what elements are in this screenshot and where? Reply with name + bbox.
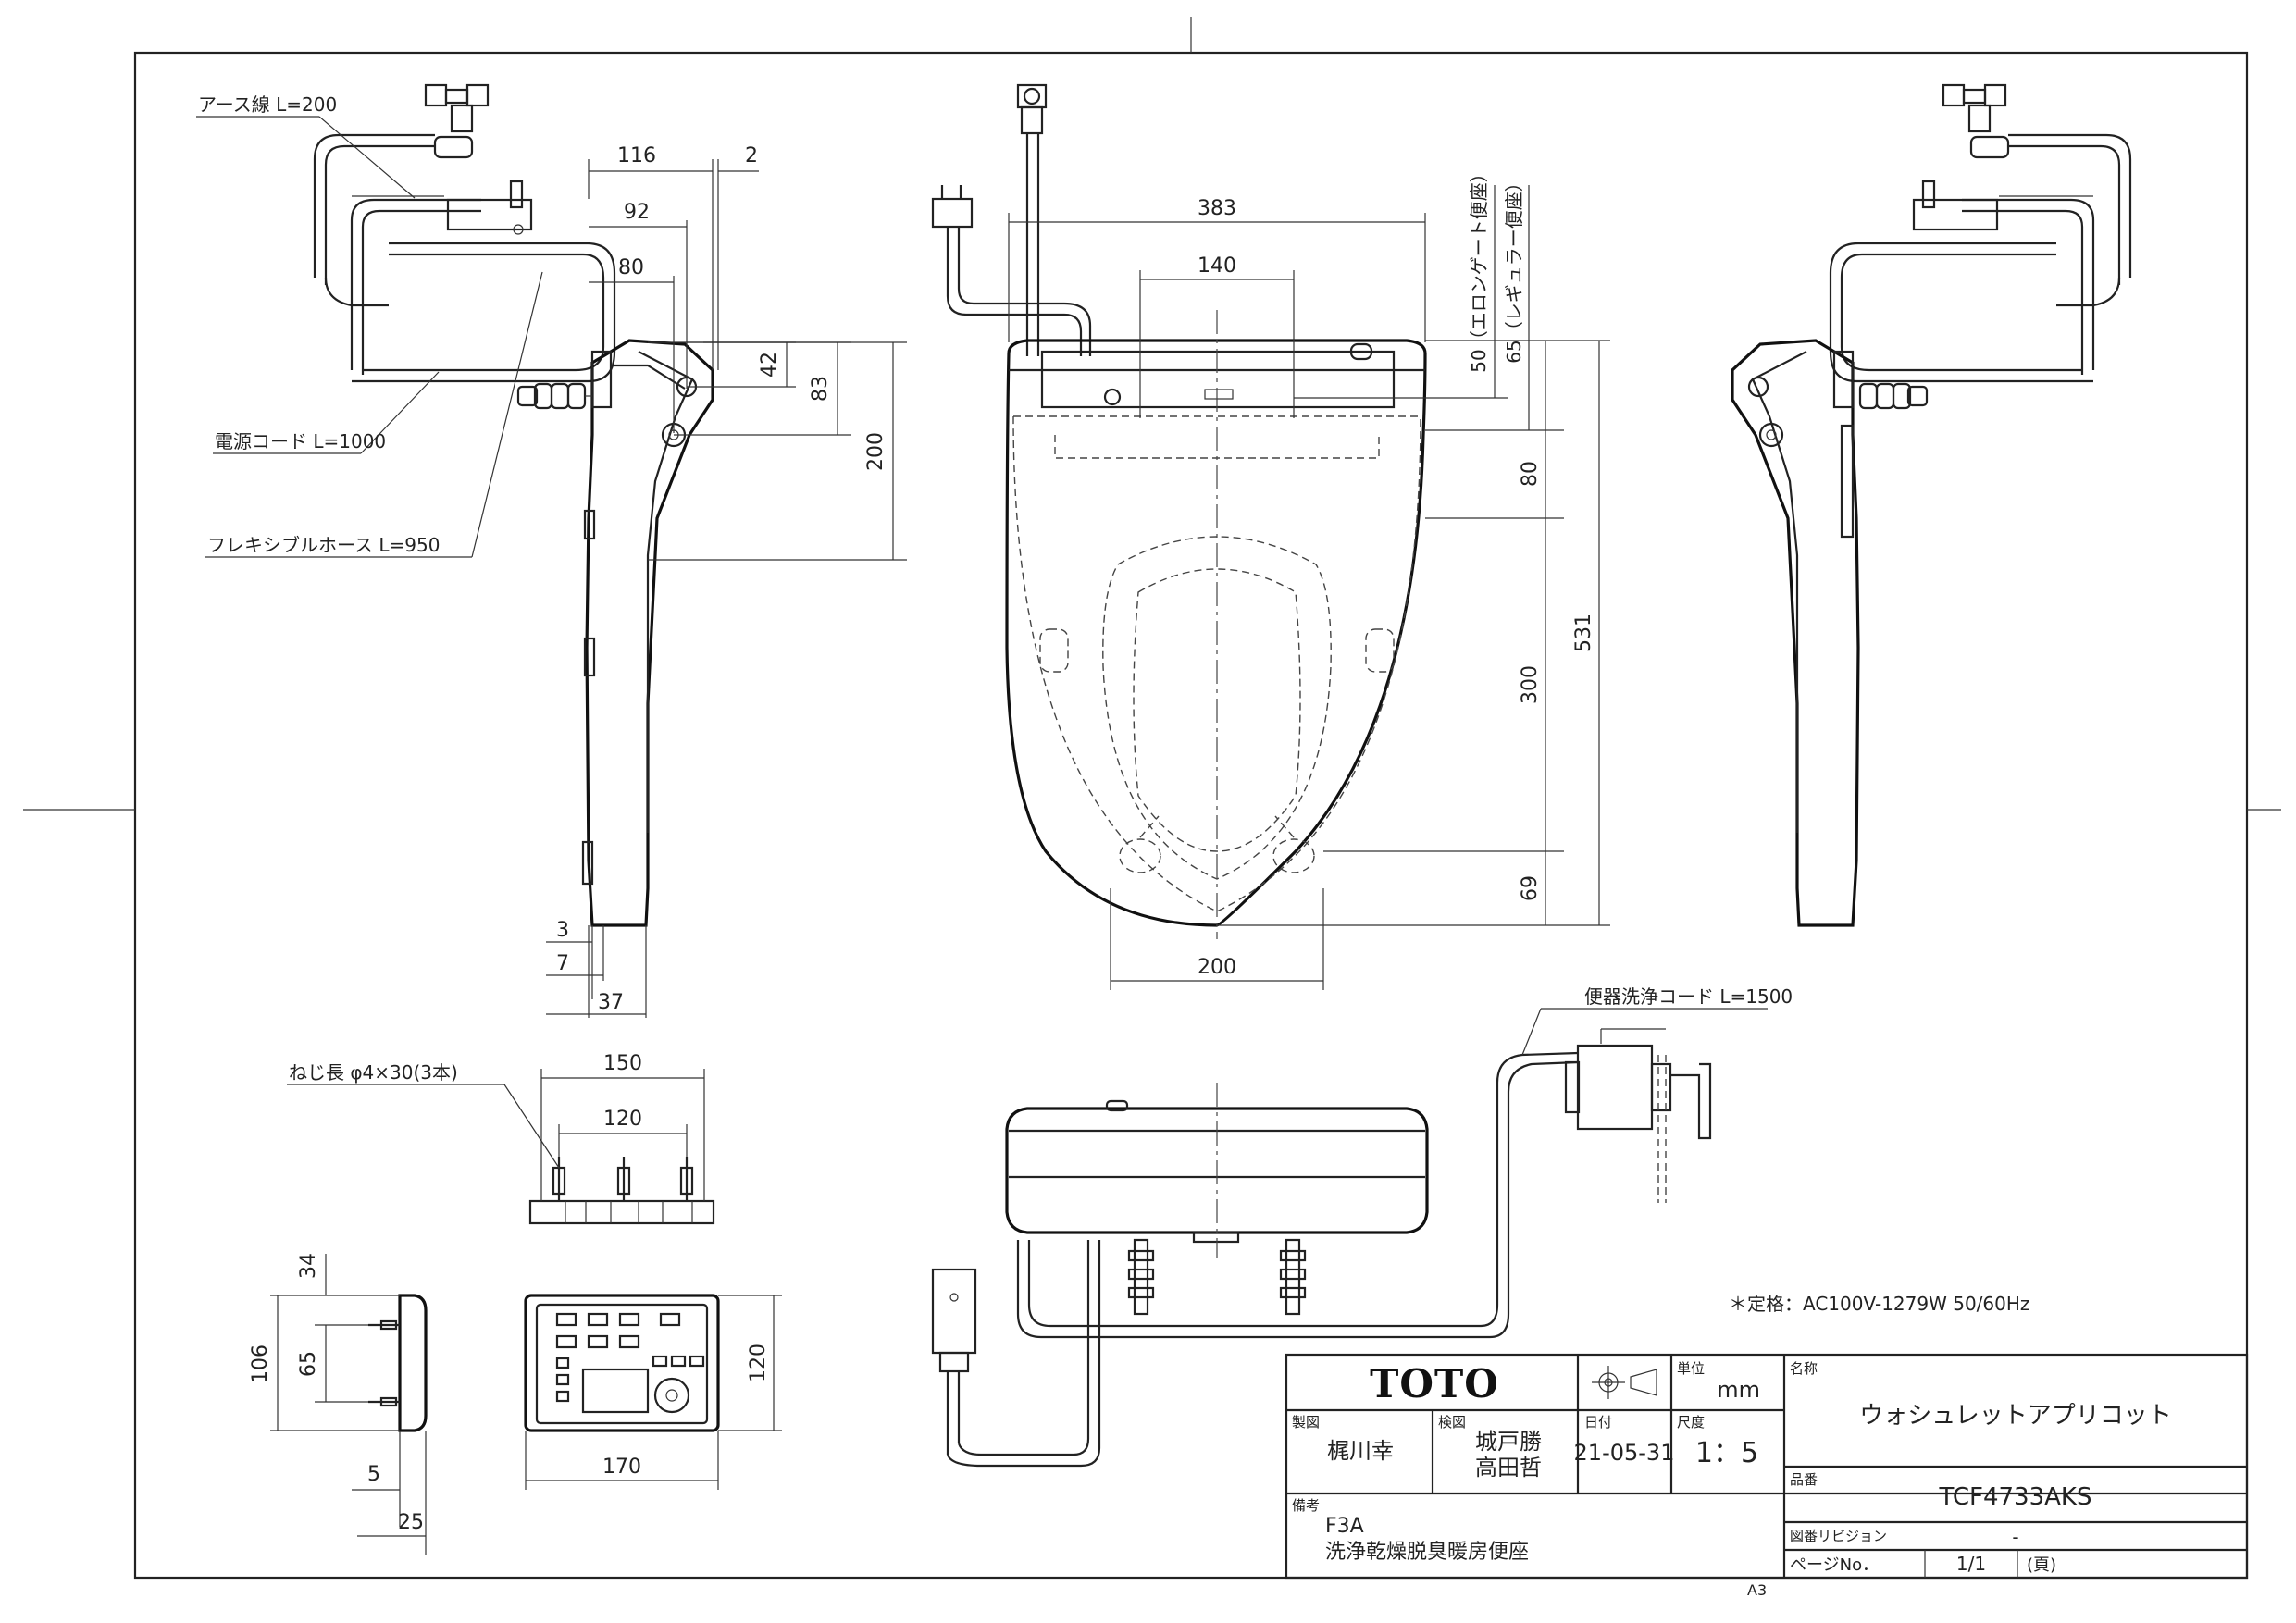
projection-symbol-icon [1592, 1366, 1657, 1399]
dim-5: 5 [367, 1463, 380, 1486]
dim-3: 3 [556, 919, 569, 942]
checker-name-2: 高田哲 [1475, 1455, 1542, 1481]
dim-531: 531 [1572, 613, 1595, 652]
rating-label: ＊定格：AC100V-1279W 50/60Hz [1729, 1293, 2029, 1315]
page-suffix: (頁) [2027, 1555, 2056, 1575]
dim-140: 140 [1198, 254, 1236, 278]
dim-7: 7 [556, 952, 569, 975]
right-side-view [1731, 83, 2132, 927]
top-view [931, 83, 1427, 939]
screw-label: ねじ長 φ4×30(3本) [289, 1061, 458, 1084]
dim-65-regular: 65（レギュラー便座） [1503, 173, 1525, 363]
left-callouts: アース線 L=200 電源コード L=1000 フレキシブルホース L=950 [196, 93, 543, 558]
date-label: 日付 [1584, 1414, 1612, 1431]
dim-34: 34 [297, 1253, 320, 1279]
dim-150: 150 [603, 1052, 642, 1075]
part-label: 品番 [1790, 1471, 1818, 1488]
scale-label: 尺度 [1677, 1414, 1705, 1431]
dim-80-center: 80 [1519, 461, 1542, 487]
dim-80-left: 80 [618, 256, 644, 279]
unit-label: 単位 [1677, 1360, 1705, 1377]
dim-65-remote: 65 [297, 1351, 320, 1377]
dim-300: 300 [1519, 665, 1542, 704]
dim-83: 83 [809, 376, 832, 402]
dim-116: 116 [617, 144, 656, 167]
scale-value: 1：5 [1695, 1437, 1758, 1469]
page-label: ページNo． [1790, 1555, 1879, 1575]
remote-side-view: 34 106 65 5 25 [249, 1253, 428, 1555]
designer-label: 製図 [1292, 1414, 1320, 1431]
flex-hose-label: フレキシブルホース L=950 [207, 534, 440, 556]
center-dimensions: 383 140 200 531 80 300 69 50（エロンゲート便座） 6… [1008, 164, 1610, 990]
revision-value: - [2012, 1526, 2018, 1548]
dim-37: 37 [598, 991, 624, 1014]
dim-42: 42 [758, 352, 781, 378]
date-value: 21-05-31 [1574, 1440, 1675, 1466]
front-view: 便器洗浄コード L=1500 [931, 985, 1793, 1468]
note-line-1: F3A [1325, 1515, 1364, 1538]
checker-label: 検図 [1438, 1414, 1466, 1431]
dim-25: 25 [398, 1511, 424, 1534]
note-line-2: 洗浄乾燥脱臭暖房便座 [1325, 1541, 1529, 1564]
toto-logo: TOTO [1370, 1361, 1499, 1406]
note-label: 備考 [1292, 1497, 1320, 1514]
left-dimensions: 116 2 92 80 42 83 200 3 7 37 [546, 144, 907, 1018]
product-name: ウォシュレットアプリコット [1859, 1402, 2171, 1430]
page-value: 1/1 [1956, 1553, 1986, 1575]
dim-69: 69 [1519, 875, 1542, 901]
sheet-size: A3 [1747, 1581, 1767, 1599]
dim-200-center: 200 [1198, 956, 1236, 979]
title-block: TOTO 単位 mm 名称 ウォシュレットアプリコット 製図 梶川幸 検図 城戸… [1285, 1353, 2249, 1599]
bracket-view: 150 120 ねじ長 φ4×30(3本) [287, 1052, 715, 1225]
flush-cord-label: 便器洗浄コード L=1500 [1584, 985, 1793, 1008]
unit-value: mm [1717, 1377, 1760, 1403]
remote-front-view: 120 170 [524, 1294, 782, 1490]
earth-wire-label: アース線 L=200 [198, 93, 337, 116]
name-label: 名称 [1790, 1360, 1818, 1377]
left-side-view [313, 83, 714, 927]
power-cord-label: 電源コード L=1000 [215, 430, 386, 452]
dim-106: 106 [249, 1344, 272, 1383]
dim-120-remote: 120 [747, 1344, 770, 1382]
dim-200-left: 200 [864, 432, 887, 471]
dim-2: 2 [745, 144, 758, 167]
dim-50-elongate: 50（エロンゲート便座） [1468, 164, 1490, 372]
dim-92: 92 [624, 201, 650, 224]
dim-170: 170 [602, 1456, 641, 1479]
revision-label: 図番リビジョン [1790, 1528, 1887, 1544]
dim-120-bracket: 120 [603, 1108, 642, 1131]
designer-name: 梶川幸 [1327, 1438, 1394, 1464]
dim-383: 383 [1198, 197, 1236, 220]
drawing-border [133, 51, 2249, 1580]
part-number: TCF4733AKS [1939, 1483, 2092, 1511]
checker-name-1: 城戸勝 [1475, 1429, 1542, 1455]
